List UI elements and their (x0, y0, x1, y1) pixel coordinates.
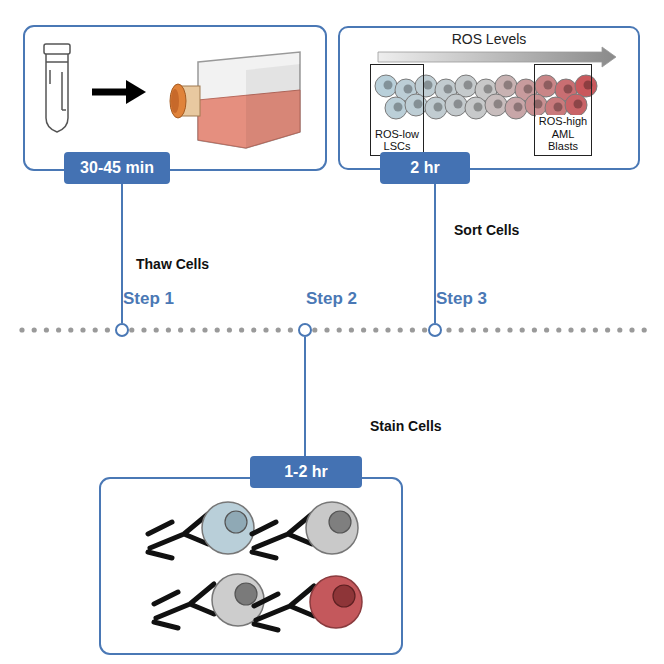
duration-tab: 1-2 hr (250, 456, 362, 488)
cell (465, 97, 487, 119)
timeline-dot (324, 327, 329, 332)
timeline-dot (337, 327, 342, 332)
cell (525, 94, 547, 116)
vial-icon (44, 44, 70, 132)
timeline-dot (105, 327, 110, 332)
cell (455, 75, 477, 97)
timeline-dot (202, 327, 207, 332)
timeline-dot (471, 327, 476, 332)
timeline-dot (154, 327, 159, 332)
sort-panel: ROS LevelsROS-low LSCs ROS-high AML Blast… (338, 26, 640, 170)
timeline-dot (422, 327, 427, 332)
cell (485, 94, 507, 116)
timeline-dot (166, 327, 171, 332)
timeline-dot (629, 327, 634, 332)
timeline-dot (385, 327, 390, 332)
timeline-dot (80, 327, 85, 332)
timeline-dot (581, 327, 586, 332)
timeline-dot (190, 327, 195, 332)
timeline-dot (263, 327, 268, 332)
timeline-dot (532, 327, 537, 332)
cell (535, 75, 557, 97)
timeline-connector (434, 184, 436, 323)
duration-tab: 2 hr (380, 152, 470, 184)
antibody (154, 584, 214, 628)
duration-label: 2 hr (410, 159, 439, 177)
timeline-dot (141, 327, 146, 332)
antibody-cells (148, 502, 362, 630)
antibody (148, 514, 208, 558)
thaw-panel (24, 26, 326, 170)
step-marker: Step 2 (298, 323, 312, 337)
cell (385, 97, 407, 119)
population-label: ROS-low LSCs (372, 128, 422, 153)
step-label: Step 3 (436, 289, 487, 309)
timeline-dot (568, 327, 573, 332)
timeline-dot (495, 327, 500, 332)
timeline-dot (520, 327, 525, 332)
antibody (254, 586, 314, 630)
cell (565, 94, 587, 116)
timeline-dot (129, 327, 134, 332)
timeline-dot (178, 327, 183, 332)
duration-label: 30-45 min (80, 159, 154, 177)
timeline-dot (312, 327, 317, 332)
step-title: Sort Cells (452, 222, 521, 238)
step-title: Stain Cells (368, 418, 444, 434)
timeline-dot (239, 327, 244, 332)
timeline-dot (44, 327, 49, 332)
axis-title: ROS Levels (340, 31, 638, 47)
timeline-dot (642, 327, 647, 332)
timeline-dot (276, 327, 281, 332)
cell (375, 75, 397, 97)
duration-label: 1-2 hr (284, 463, 328, 481)
step-label: Step 1 (123, 289, 174, 309)
timeline-dot (251, 327, 256, 332)
gate-box: ROS-low LSCs (370, 64, 424, 156)
timeline-dot (398, 327, 403, 332)
timeline-dot (605, 327, 610, 332)
timeline-dot (56, 327, 61, 332)
timeline-dot (544, 327, 549, 332)
thaw-arrow (92, 80, 146, 104)
timeline-dot (349, 327, 354, 332)
gate-box: ROS-high AML Blasts (534, 64, 592, 156)
cell (445, 94, 467, 116)
step-title: Thaw Cells (134, 256, 211, 272)
step-label: Step 2 (306, 289, 357, 309)
population-label: ROS-high AML Blasts (536, 115, 590, 153)
cell (495, 75, 517, 97)
timeline-dot (446, 327, 451, 332)
cell (415, 75, 437, 97)
timeline-dot (19, 327, 24, 332)
step-marker: Step 1 (115, 323, 129, 337)
timeline-dot (288, 327, 293, 332)
antibody (252, 514, 312, 558)
timeline-connector (121, 184, 123, 323)
timeline-dot (373, 327, 378, 332)
flask-icon (170, 52, 300, 148)
timeline-dot (410, 327, 415, 332)
cell (575, 75, 597, 97)
timeline-dot (68, 327, 73, 332)
duration-tab: 30-45 min (64, 152, 170, 184)
cell (505, 97, 527, 119)
timeline-dot (507, 327, 512, 332)
timeline-connector (304, 337, 306, 456)
timeline-dot (215, 327, 220, 332)
step-marker: Step 3 (428, 323, 442, 337)
timeline-dot (617, 327, 622, 332)
timeline-dot (93, 327, 98, 332)
timeline-dot (32, 327, 37, 332)
cell (425, 97, 447, 119)
timeline-dot (361, 327, 366, 332)
timeline-dots (19, 327, 646, 332)
timeline-dot (556, 327, 561, 332)
stain-panel (100, 478, 402, 654)
timeline-dot (227, 327, 232, 332)
timeline-dot (459, 327, 464, 332)
timeline-dot (593, 327, 598, 332)
timeline-dot (483, 327, 488, 332)
